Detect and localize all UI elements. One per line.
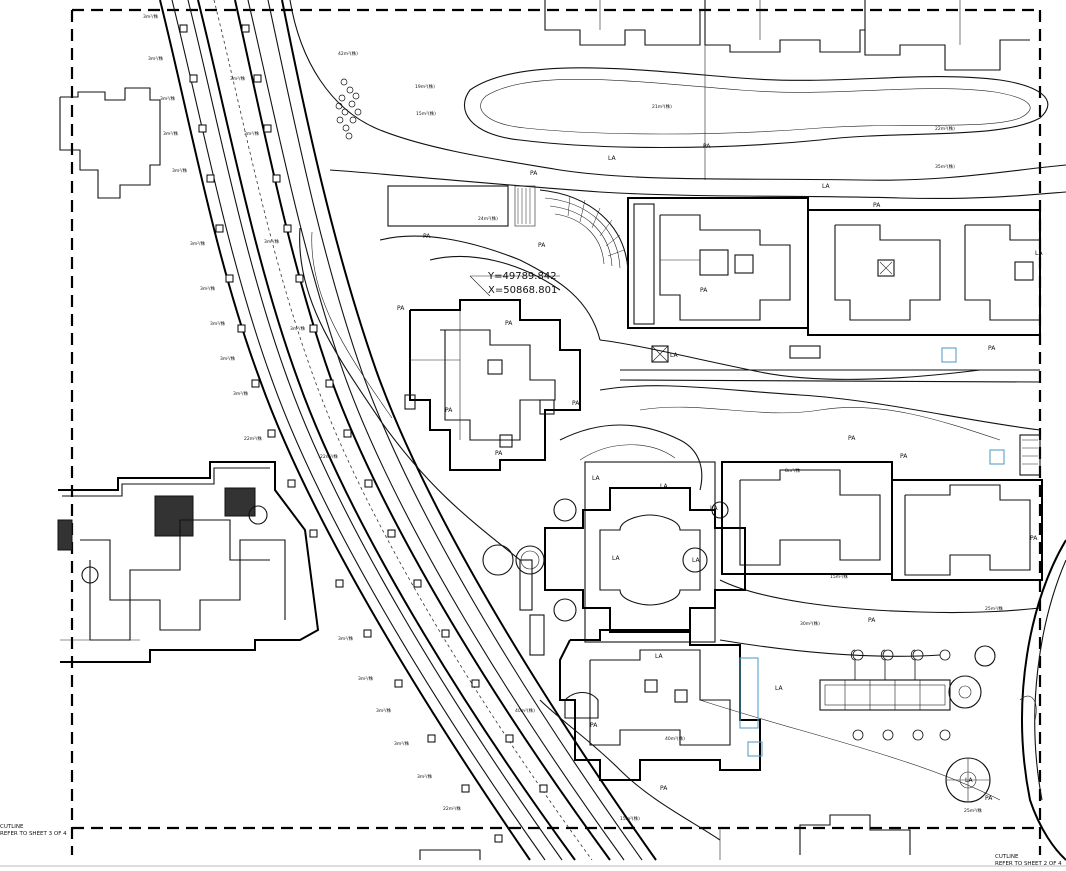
svg-text:3m²/株: 3m²/株 [172,167,188,174]
shrub-cluster [335,78,362,140]
svg-text:CUTLINE: CUTLINE [0,824,24,830]
coordinate-x: X=50868.801 [488,285,557,296]
svg-text:PA: PA [985,795,993,802]
svg-text:3m²/株: 3m²/株 [338,635,354,642]
svg-text:3m²/株: 3m²/株 [290,325,306,332]
svg-text:22m²/株: 22m²/株 [244,435,262,442]
svg-text:40m²(株): 40m²(株) [665,735,685,742]
svg-text:REFER TO SHEET 2 OF 4: REFER TO SHEET 2 OF 4 [995,861,1062,867]
svg-text:15m²(株): 15m²(株) [416,110,436,117]
central-paths [299,227,1041,841]
svg-text:19m²(株): 19m²(株) [415,83,435,90]
svg-text:LA: LA [965,777,973,784]
amphitheatre-steps [387,185,629,271]
svg-text:3m²/株: 3m²/株 [394,740,410,747]
south-buildings [419,814,911,860]
svg-text:PA: PA [590,722,598,729]
svg-text:PA: PA [873,202,881,209]
svg-text:8m²/株: 8m²/株 [785,467,801,474]
svg-text:PA: PA [423,233,431,240]
residential-block-ne [627,197,1041,363]
svg-text:PA: PA [700,287,708,294]
svg-text:PA: PA [538,242,546,249]
svg-text:3m²/株: 3m²/株 [148,55,164,62]
svg-text:LA: LA [692,557,700,564]
svg-text:24m²(株): 24m²(株) [478,215,498,222]
sheet-boundary [70,8,1042,855]
svg-text:3m²/株: 3m²/株 [190,240,206,247]
svg-text:PA: PA [868,617,876,624]
villa-cluster-central [404,299,581,471]
svg-text:LA: LA [1035,250,1043,257]
north-buildings [544,0,1030,180]
svg-text:22m²/株: 22m²/株 [443,805,461,812]
svg-text:25m²/株: 25m²/株 [964,807,982,814]
svg-text:PA: PA [703,143,711,150]
svg-text:22m²(株): 22m²(株) [935,125,955,132]
annotation-labels: 3m²/株 3m²/株 3m²/株 3m²/株 3m²/株 3m²/株 3m²/株 3m… [143,13,1003,822]
svg-text:3m²/株: 3m²/株 [244,130,260,137]
main-road [159,0,657,861]
svg-text:LA: LA [670,352,678,359]
svg-text:30m²(株): 30m²(株) [800,620,820,627]
svg-text:PA: PA [505,320,513,327]
svg-text:LA: LA [608,155,616,162]
west-building-north [59,87,161,199]
formal-garden [819,539,1066,861]
svg-text:PA: PA [988,345,996,352]
north-pond [289,0,1066,200]
svg-text:3m²/株: 3m²/株 [163,130,179,137]
svg-text:40m²(株): 40m²(株) [515,707,535,714]
svg-text:PA: PA [445,407,453,414]
svg-text:PA: PA [848,435,856,442]
svg-text:LA: LA [710,505,718,512]
svg-text:3m²/株: 3m²/株 [200,285,216,292]
svg-text:PA: PA [572,400,580,407]
svg-text:21m²(株): 21m²(株) [652,103,672,110]
area-labels: PA PA PA PA PA PA PA PA PA PA PA PA PA P… [397,143,1043,802]
svg-text:3m²/株: 3m²/株 [358,675,374,682]
villa-cluster-east [721,434,1043,581]
svg-text:15m²(株): 15m²(株) [620,815,640,822]
svg-text:42m²(株): 42m²(株) [338,50,358,57]
svg-text:LA: LA [655,653,663,660]
svg-text:3m²/株: 3m²/株 [264,238,280,245]
svg-text:3m²/株: 3m²/株 [376,707,392,714]
svg-text:REFER TO SHEET 3 OF 4: REFER TO SHEET 3 OF 4 [0,831,67,837]
svg-text:LA: LA [592,475,600,482]
svg-text:3m²/株: 3m²/株 [210,320,226,327]
svg-text:PA: PA [397,305,405,312]
svg-text:3m²/株: 3m²/株 [233,390,249,397]
svg-text:3m²/株: 3m²/株 [220,355,236,362]
road-trees [179,24,548,843]
svg-text:PA: PA [495,450,503,457]
sheet-reference-left: CUTLINE REFER TO SHEET 3 OF 4 [0,824,67,837]
svg-text:15m²/株: 15m²/株 [830,573,848,580]
svg-text:25m²/株: 25m²/株 [985,605,1003,612]
svg-text:PA: PA [530,170,538,177]
survey-coordinate: Y=49789.842 X=50868.801 [469,271,560,297]
coordinate-y: Y=49789.842 [487,271,557,282]
svg-text:LA: LA [612,555,620,562]
svg-text:LA: LA [660,483,668,490]
svg-text:35m²(株): 35m²(株) [935,163,955,170]
svg-text:CUTLINE: CUTLINE [995,854,1019,860]
svg-text:PA: PA [1030,535,1038,542]
svg-text:PA: PA [900,453,908,460]
svg-text:PA: PA [660,785,668,792]
svg-text:LA: LA [775,685,783,692]
villa-cluster-south [559,629,763,781]
svg-text:3m²/株: 3m²/株 [160,95,176,102]
svg-text:3m²/株: 3m²/株 [143,13,159,20]
west-building-south [57,461,320,663]
svg-text:3m²/株: 3m²/株 [230,75,246,82]
central-plaza [482,461,746,656]
svg-text:22m²/株: 22m²/株 [320,453,338,460]
sheet-reference-right: CUTLINE REFER TO SHEET 2 OF 4 [995,854,1062,867]
svg-text:3m²/株: 3m²/株 [417,773,433,780]
svg-text:LA: LA [822,183,830,190]
